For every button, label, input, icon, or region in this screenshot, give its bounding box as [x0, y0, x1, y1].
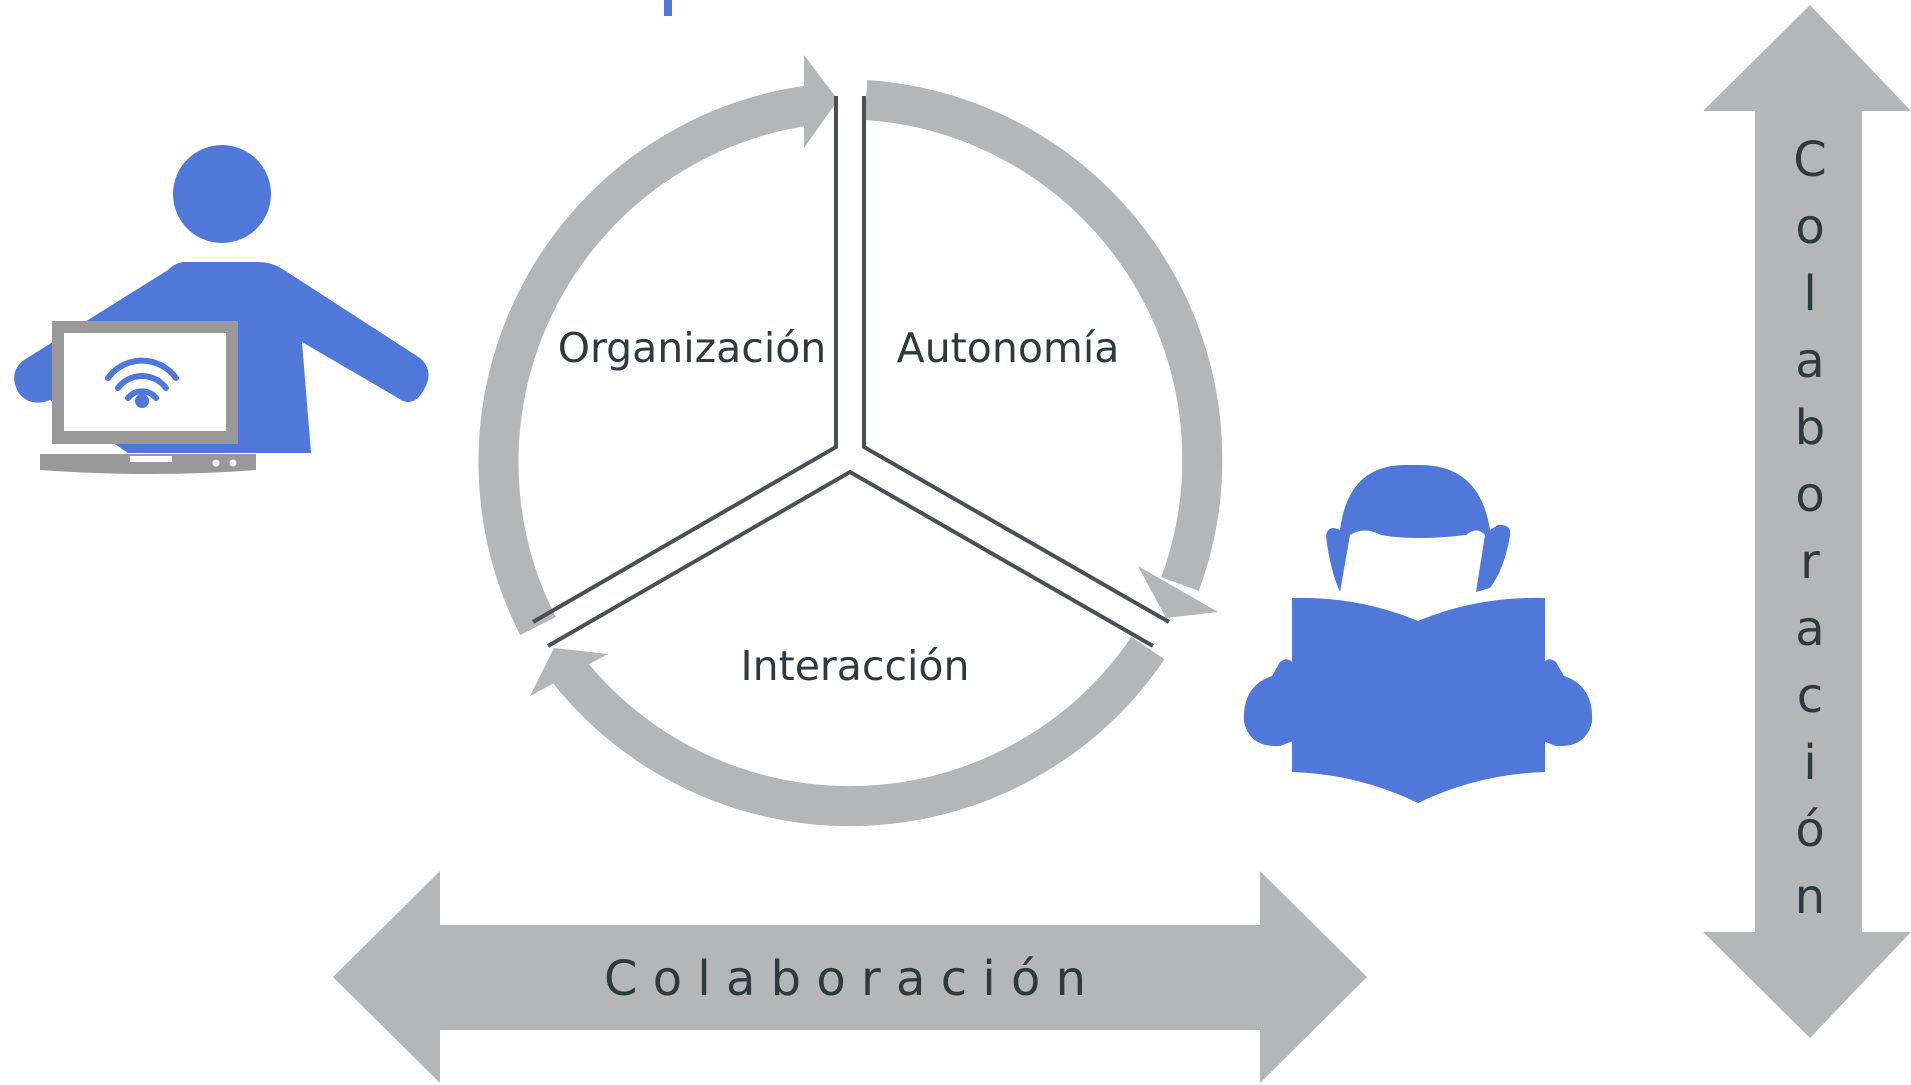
arrowhead-right: [1138, 566, 1218, 618]
vertical-arrow-letter: l: [1803, 266, 1816, 322]
vertical-arrow-letter: C: [1793, 132, 1827, 188]
wedge-dividers: [531, 96, 1170, 648]
laptop-screen: [64, 333, 226, 431]
top-blue-mark: [664, 0, 672, 16]
vertical-arrow-letter: a: [1795, 333, 1824, 389]
student-hand-right: [1522, 659, 1593, 747]
vertical-arrow-letter: o: [1795, 199, 1824, 255]
teacher-with-laptop-icon: [14, 145, 429, 474]
cycle-arc-bottom: [552, 636, 1165, 827]
student-head: [1326, 464, 1511, 592]
wedge-interaccion: [547, 469, 1154, 648]
vertical-arrow-letter: ó: [1795, 802, 1824, 858]
vertical-arrow-letter: r: [1800, 534, 1820, 590]
vertical-arrow-letter: a: [1795, 601, 1824, 657]
cycle-arc-left: [478, 85, 815, 636]
vertical-double-arrow: [1703, 5, 1911, 1038]
laptop-led-1: [212, 459, 220, 467]
laptop-led-2: [229, 459, 237, 467]
student-hand-left: [1243, 659, 1314, 747]
vertical-arrow-letter: o: [1795, 467, 1824, 523]
teacher-head: [173, 145, 271, 243]
cycle-arc-right: [864, 80, 1223, 591]
horizontal-double-arrow: [333, 871, 1367, 1083]
vertical-arrow-letter: c: [1797, 668, 1823, 724]
segment-label-autonomia: Autonomía: [897, 324, 1120, 372]
arrowhead-left: [530, 648, 608, 696]
student-reading-book-icon: [1243, 464, 1593, 803]
wifi-dot: [135, 394, 149, 408]
segment-label-interaccion: Interacción: [741, 642, 970, 690]
arrowhead-top: [804, 55, 838, 148]
vertical-arrow-letter: i: [1803, 735, 1816, 791]
wifi-icon: [105, 357, 179, 401]
vertical-arrow-letter: b: [1795, 400, 1825, 456]
cycle-arrowheads: [530, 55, 1218, 696]
segment-label-organizacion: Organización: [558, 324, 827, 372]
vertical-arrow-letter: n: [1795, 869, 1825, 925]
wedge-autonomia: [862, 96, 1170, 624]
open-book: [1292, 597, 1545, 803]
wedge-organizacion: [531, 96, 838, 624]
laptop-base: [40, 454, 256, 474]
horizontal-arrow-label: C o l a b o r a c i ó n: [604, 951, 1086, 1007]
cycle-arrows: [478, 80, 1223, 827]
laptop-slot: [130, 456, 172, 462]
